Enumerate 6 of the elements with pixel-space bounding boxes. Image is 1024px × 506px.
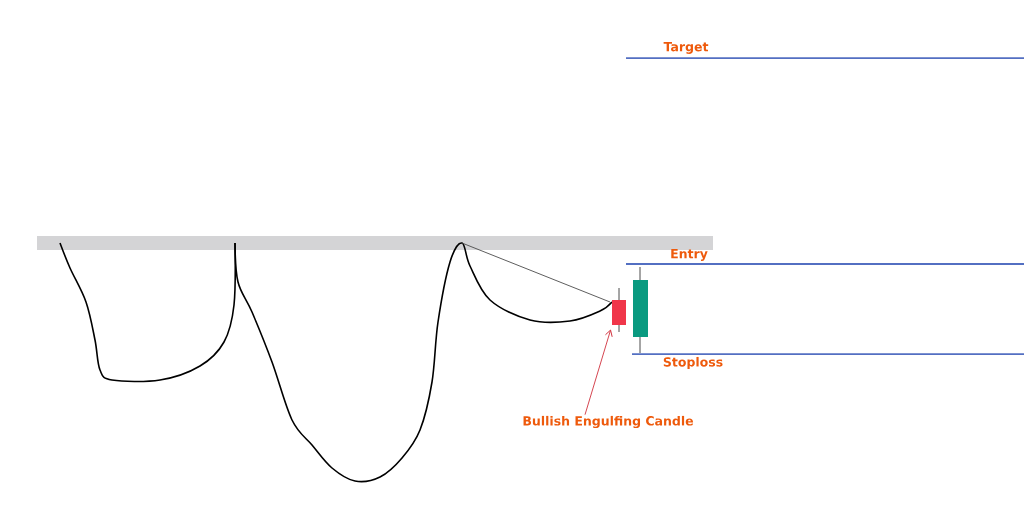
level-label: Entry (671, 249, 708, 261)
level-label: Target (663, 42, 709, 54)
callout-text: Bullish Engulfing Candle (523, 415, 694, 429)
arrow (584, 329, 613, 416)
candlestick (612, 287, 626, 333)
level-label: Stoploss (663, 356, 723, 370)
